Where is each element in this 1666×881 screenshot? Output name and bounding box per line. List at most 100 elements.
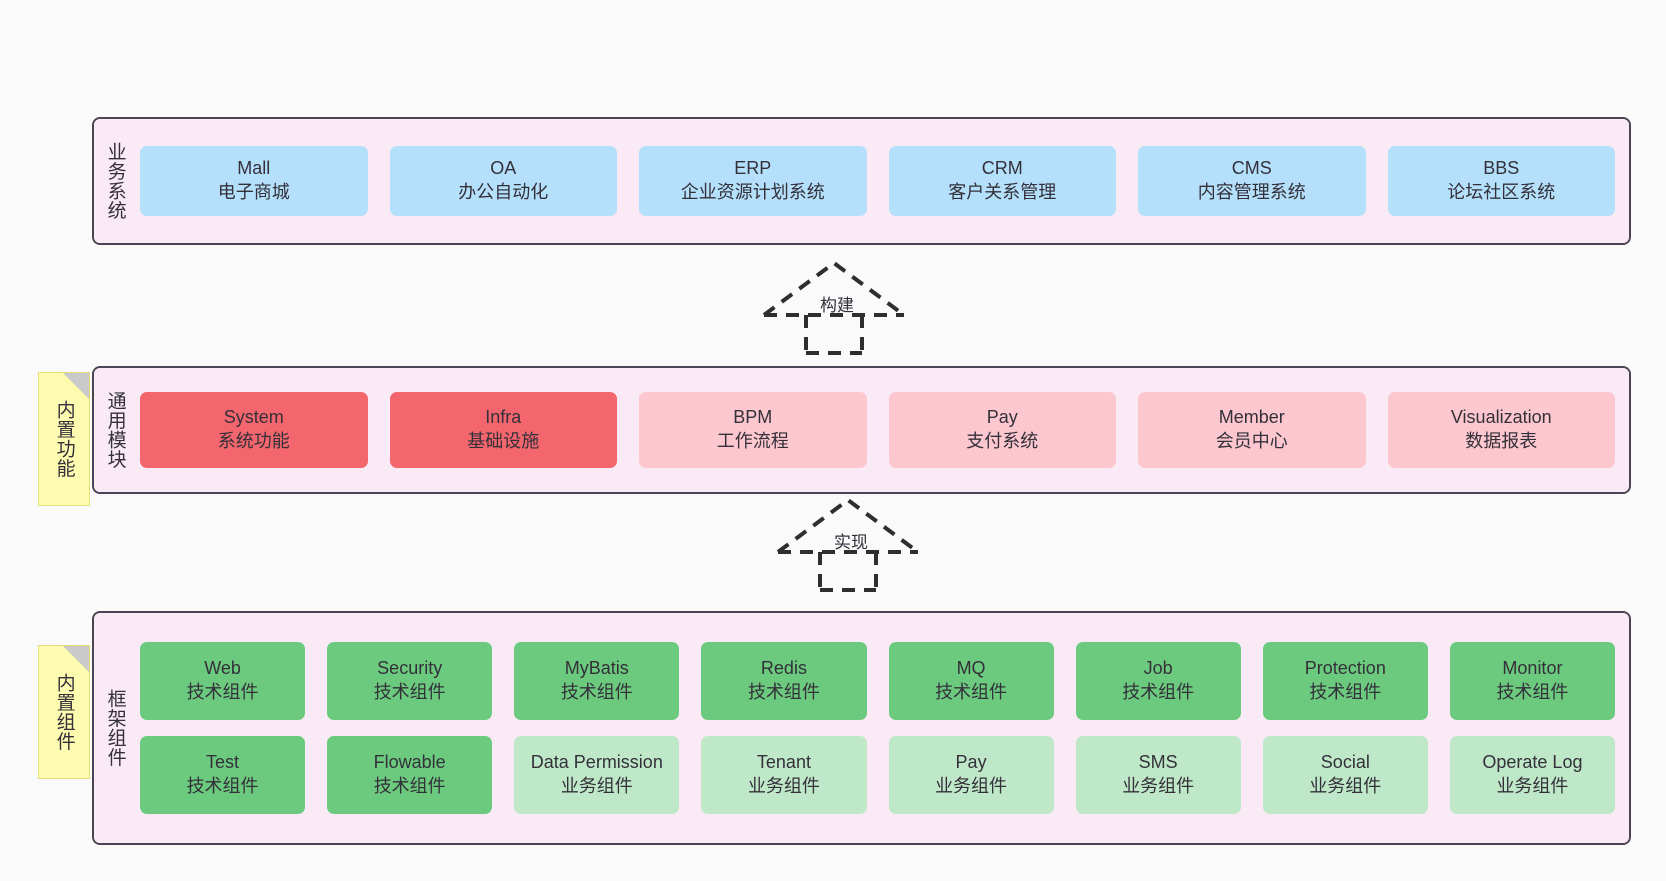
note-label: 内置组件 <box>53 673 75 751</box>
cell-desc: 业务组件 <box>747 776 820 796</box>
cell-mybatis[interactable]: MyBatis 技术组件 <box>514 642 680 720</box>
cell-name: SMS <box>1138 752 1178 773</box>
cell-system[interactable]: System 系统功能 <box>140 392 368 468</box>
cell-oa[interactable]: OA 办公自动化 <box>389 146 617 216</box>
layer-cells-common: System 系统功能 Infra 基础设施 BPM 工作流程 Pay 支付系统… <box>136 368 1629 492</box>
cell-name: MQ <box>956 658 986 679</box>
cell-name: System <box>223 407 284 428</box>
cell-name: Tenant <box>756 752 811 773</box>
cell-desc: 系统功能 <box>217 431 290 451</box>
cell-desc: 基础设施 <box>467 431 540 451</box>
cell-row: System 系统功能 Infra 基础设施 BPM 工作流程 Pay 支付系统… <box>140 392 1615 468</box>
cell-desc: 客户关系管理 <box>948 182 1057 202</box>
cell-name: Data Permission <box>530 752 663 773</box>
cell-data-permission[interactable]: Data Permission 业务组件 <box>514 736 680 814</box>
cell-web[interactable]: Web 技术组件 <box>140 642 306 720</box>
cell-desc: 论坛社区系统 <box>1447 182 1556 202</box>
cell-desc: 技术组件 <box>935 682 1008 702</box>
layer-cells-business: Mall 电子商城 OA 办公自动化 ERP 企业资源计划系统 CRM 客户关系… <box>136 119 1629 243</box>
connector-build-arrow <box>744 255 924 355</box>
cell-member[interactable]: Member 会员中心 <box>1138 392 1366 468</box>
cell-name: CRM <box>981 158 1023 179</box>
cell-bpm[interactable]: BPM 工作流程 <box>639 392 867 468</box>
cell-desc: 会员中心 <box>1215 431 1288 451</box>
cell-mall[interactable]: Mall 电子商城 <box>140 146 368 216</box>
cell-protection[interactable]: Protection 技术组件 <box>1262 642 1428 720</box>
layer-title-business: 业务系统 <box>104 142 126 220</box>
layer-business-system: 业务系统 Mall 电子商城 OA 办公自动化 ERP 企业资源计划系统 CRM… <box>92 117 1631 245</box>
cell-pay[interactable]: Pay 支付系统 <box>888 392 1116 468</box>
cell-monitor[interactable]: Monitor 技术组件 <box>1449 642 1615 720</box>
cell-sms[interactable]: SMS 业务组件 <box>1075 736 1241 814</box>
cell-name: OA <box>490 158 517 179</box>
cell-erp[interactable]: ERP 企业资源计划系统 <box>639 146 867 216</box>
cell-name: Test <box>206 752 240 773</box>
cell-desc: 业务组件 <box>935 776 1008 796</box>
cell-redis[interactable]: Redis 技术组件 <box>701 642 867 720</box>
cell-desc: 业务组件 <box>1496 776 1569 796</box>
cell-desc: 企业资源计划系统 <box>680 182 825 202</box>
cell-desc: 技术组件 <box>1496 682 1569 702</box>
cell-tenant[interactable]: Tenant 业务组件 <box>701 736 867 814</box>
cell-row: Web 技术组件 Security 技术组件 MyBatis 技术组件 Redi… <box>140 642 1615 720</box>
connector-realize-label: 实现 <box>834 533 868 552</box>
cell-name: Job <box>1143 658 1173 679</box>
cell-name: BPM <box>733 407 773 428</box>
layer-common-module: 通用模块 System 系统功能 Infra 基础设施 BPM 工作流程 Pay… <box>92 366 1631 494</box>
cell-name: MyBatis <box>564 658 629 679</box>
cell-security[interactable]: Security 技术组件 <box>327 642 493 720</box>
cell-name: Security <box>377 658 443 679</box>
cell-desc: 业务组件 <box>1122 776 1195 796</box>
cell-row: Test 技术组件 Flowable 技术组件 Data Permission … <box>140 736 1615 814</box>
cell-name: ERP <box>734 158 772 179</box>
cell-desc: 技术组件 <box>373 682 446 702</box>
cell-mq[interactable]: MQ 技术组件 <box>888 642 1054 720</box>
cell-name: CMS <box>1231 158 1272 179</box>
cell-bbs[interactable]: BBS 论坛社区系统 <box>1387 146 1615 216</box>
cell-desc: 技术组件 <box>373 776 446 796</box>
cell-desc: 电子商城 <box>217 182 290 202</box>
cell-visualization[interactable]: Visualization 数据报表 <box>1387 392 1615 468</box>
cell-name: Mall <box>237 158 271 179</box>
connector-realize-arrow <box>758 492 938 592</box>
layer-title-framework: 框架组件 <box>104 689 126 767</box>
cell-desc: 业务组件 <box>560 776 633 796</box>
note-builtin-component: 内置组件 <box>38 645 90 779</box>
connector-build-label: 构建 <box>820 296 854 315</box>
note-fold-icon <box>63 373 89 399</box>
cell-desc: 内容管理系统 <box>1197 182 1306 202</box>
layer-framework-component: 框架组件 Web 技术组件 Security 技术组件 MyBatis 技术组件… <box>92 611 1631 845</box>
cell-row: Mall 电子商城 OA 办公自动化 ERP 企业资源计划系统 CRM 客户关系… <box>140 146 1615 216</box>
cell-test[interactable]: Test 技术组件 <box>140 736 306 814</box>
cell-name: Visualization <box>1450 407 1552 428</box>
note-fold-icon <box>63 646 89 672</box>
cell-name: Infra <box>485 407 522 428</box>
cell-flowable[interactable]: Flowable 技术组件 <box>327 736 493 814</box>
cell-desc: 技术组件 <box>560 682 633 702</box>
cell-operate-log[interactable]: Operate Log 业务组件 <box>1449 736 1615 814</box>
cell-desc: 技术组件 <box>1309 682 1382 702</box>
cell-desc: 支付系统 <box>966 431 1039 451</box>
cell-desc: 数据报表 <box>1465 431 1538 451</box>
cell-name: Operate Log <box>1482 752 1583 773</box>
layer-title-common: 通用模块 <box>104 391 126 469</box>
cell-desc: 技术组件 <box>186 682 259 702</box>
cell-name: Social <box>1320 752 1370 773</box>
cell-pay-business[interactable]: Pay 业务组件 <box>888 736 1054 814</box>
cell-infra[interactable]: Infra 基础设施 <box>389 392 617 468</box>
cell-name: Protection <box>1304 658 1386 679</box>
cell-name: Monitor <box>1502 658 1563 679</box>
cell-name: Pay <box>986 407 1018 428</box>
cell-name: BBS <box>1483 158 1520 179</box>
layer-cells-framework: Web 技术组件 Security 技术组件 MyBatis 技术组件 Redi… <box>136 613 1629 843</box>
cell-desc: 业务组件 <box>1309 776 1382 796</box>
cell-name: Web <box>204 658 241 679</box>
cell-cms[interactable]: CMS 内容管理系统 <box>1138 146 1366 216</box>
note-label: 内置功能 <box>53 400 75 478</box>
cell-social[interactable]: Social 业务组件 <box>1262 736 1428 814</box>
cell-job[interactable]: Job 技术组件 <box>1075 642 1241 720</box>
cell-desc: 技术组件 <box>1122 682 1195 702</box>
cell-name: Redis <box>760 658 807 679</box>
cell-crm[interactable]: CRM 客户关系管理 <box>888 146 1116 216</box>
